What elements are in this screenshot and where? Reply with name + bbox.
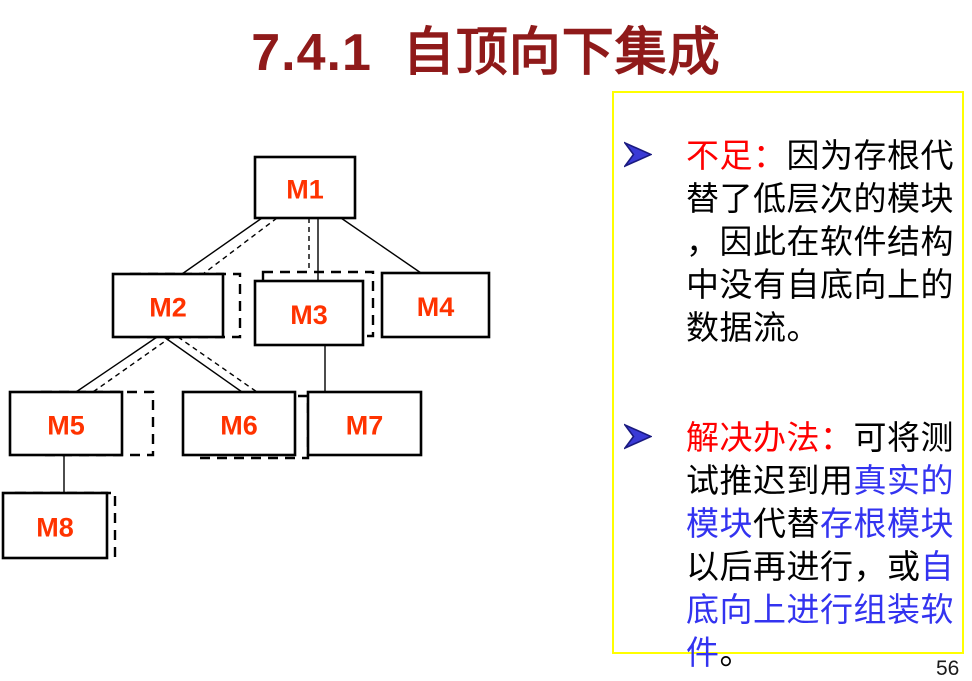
text-segment: 以后再进行，或: [686, 547, 921, 586]
arrowhead-right-icon: [624, 423, 652, 450]
bullet-text-line: 底向上进行组装软: [686, 588, 962, 631]
text-segment: 代替: [753, 504, 820, 543]
module-label-M7: M7: [346, 411, 384, 441]
text-segment: 数据流。: [686, 308, 820, 347]
bullet-text-line: 以后再进行，或自: [686, 545, 962, 588]
module-label-M8: M8: [36, 513, 74, 543]
bullet-text-line: 件。: [686, 631, 962, 674]
bullet-text-line: 试推迟到用真实的: [686, 459, 962, 502]
text-segment: ，因此在软件结构: [686, 222, 954, 261]
bullet-text-line: 不足：因为存根代: [686, 134, 962, 177]
module-box-M2: [111, 272, 225, 339]
text-segment: 。: [719, 633, 753, 672]
text-segment: 解决办法：: [686, 418, 854, 457]
module-label-M2: M2: [149, 293, 187, 323]
text-segment: 因为存根代: [786, 136, 954, 175]
bullet-text: 不足：因为存根代替了低层次的模块，因此在软件结构中没有自底向上的数据流。: [686, 134, 962, 349]
notes-panel: 不足：因为存根代替了低层次的模块，因此在软件结构中没有自底向上的数据流。解决办法…: [612, 91, 964, 672]
module-label-M4: M4: [417, 292, 455, 322]
connector-M2-stub-M5: [92, 336, 172, 393]
text-segment: 可将测: [853, 418, 954, 457]
text-segment: 模块: [686, 504, 753, 543]
module-box-M7: [306, 390, 423, 457]
connector-M1-M4: [340, 217, 422, 274]
module-label-M1: M1: [286, 175, 324, 205]
module-box-M1: [253, 155, 357, 220]
text-segment: 存根模块: [820, 504, 954, 543]
bullet-text-line: ，因此在软件结构: [686, 220, 962, 263]
module-box-M4: [380, 271, 491, 339]
bullet-text-line: 数据流。: [686, 306, 962, 349]
module-label-M6: M6: [220, 411, 258, 441]
module-box-M6: [181, 390, 297, 457]
connector-M1-stub-M2: [202, 217, 278, 275]
page-title: 7.4.1 自顶向下集成: [251, 24, 721, 82]
text-segment: 不足：: [686, 136, 787, 175]
text-segment: 真实的: [853, 461, 954, 500]
connector-M2-M6: [163, 336, 243, 393]
module-box-M5: [8, 390, 124, 457]
module-label-M5: M5: [47, 411, 85, 441]
text-segment: 替了低层次的模块: [686, 179, 954, 218]
connector-M1-M2: [181, 217, 263, 275]
connector-M2-M5: [75, 336, 158, 393]
connector-M2-stub-M6: [177, 336, 258, 393]
bullet-text: 解决办法：可将测试推迟到用真实的模块代替存根模块以后再进行，或自底向上进行组装软…: [686, 416, 962, 674]
module-label-M3: M3: [290, 300, 328, 330]
bullet-text-line: 中没有自底向上的: [686, 263, 962, 306]
text-segment: 自: [920, 547, 954, 586]
bullet-text-line: 模块代替存根模块: [686, 502, 962, 545]
text-segment: 中没有自底向上的: [686, 265, 954, 304]
text-segment: 试推迟到用: [686, 461, 854, 500]
page-number: 56: [936, 657, 960, 680]
arrowhead-right-icon: [624, 141, 652, 168]
text-segment: 件: [686, 633, 720, 672]
text-segment: 底向上进行组装软: [686, 590, 954, 629]
module-box-M3: [253, 279, 365, 347]
module-box-M8: [1, 491, 109, 560]
bullet-text-line: 替了低层次的模块: [686, 177, 962, 220]
bullet-text-line: 解决办法：可将测: [686, 416, 962, 459]
